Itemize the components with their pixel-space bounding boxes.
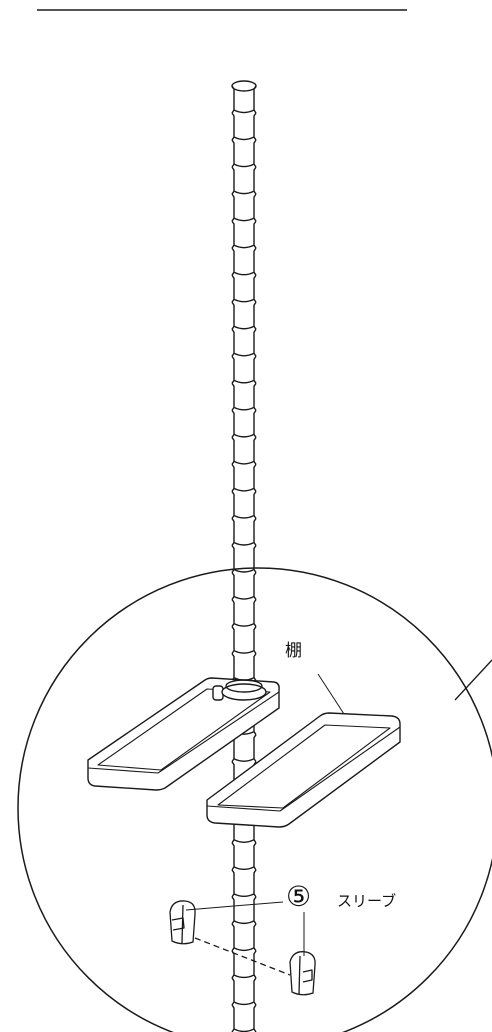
pole-segment	[231, 139, 257, 168]
pole-segment	[231, 274, 257, 303]
pole-segment	[231, 409, 257, 438]
pole-segment	[231, 923, 257, 952]
pole-cap	[231, 80, 257, 92]
pole-segment	[231, 545, 257, 573]
pole-segment	[231, 220, 257, 249]
pole-segment	[231, 896, 257, 925]
sleeve-left	[169, 900, 196, 945]
shelf-label: 棚	[285, 641, 302, 661]
shelf-left	[87, 677, 280, 791]
part-number-label: ⑤	[286, 880, 312, 913]
pole-segment	[231, 491, 257, 519]
pole-segment	[231, 464, 257, 492]
shelf-right	[206, 712, 401, 828]
sleeve-label: スリーブ	[337, 892, 397, 910]
detail-circle	[17, 567, 492, 1032]
alignment-dashes	[194, 937, 291, 976]
pole-segment	[231, 572, 257, 600]
pole-segment	[231, 869, 257, 898]
pole	[231, 80, 257, 1032]
pole-segment	[231, 301, 257, 330]
pole-segment	[231, 166, 257, 195]
pole-segment	[231, 1004, 257, 1032]
sleeve-right	[289, 951, 316, 996]
pole-segment	[231, 382, 257, 411]
sleeve-pointer-left	[185, 901, 284, 911]
pole-segment	[231, 355, 257, 384]
pole-segment	[231, 599, 257, 627]
pole-segment	[231, 112, 257, 141]
pole-segment	[231, 977, 257, 1006]
pole-segment	[231, 247, 257, 276]
pole-segment	[231, 950, 257, 979]
leader-line	[454, 659, 492, 701]
pole-segment	[231, 436, 257, 465]
pole-segment	[231, 518, 257, 546]
pole-segment	[231, 328, 257, 357]
pole-segment	[231, 842, 257, 871]
shelf-pointer	[317, 673, 345, 715]
pole-segment	[231, 653, 257, 682]
pole-segment	[231, 193, 257, 222]
pole-segment	[231, 85, 257, 114]
pole-segment	[231, 626, 257, 654]
